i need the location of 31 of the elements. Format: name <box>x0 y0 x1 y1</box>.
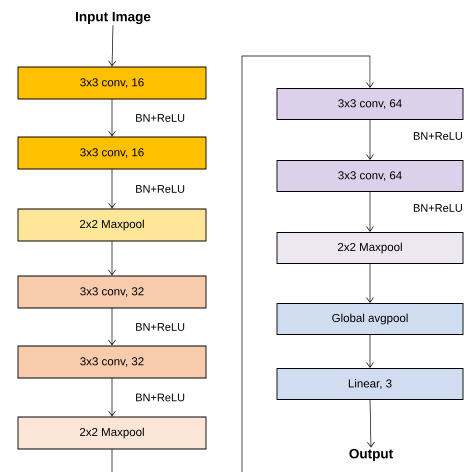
io-label: Input Image <box>76 12 150 24</box>
layer-box: 3x3 conv, 32 <box>18 346 206 378</box>
arrow <box>108 24 116 67</box>
layer-box: Global avgpool <box>276 303 464 335</box>
edge-label: BN+ReLU <box>414 204 462 212</box>
edge-label: BN+ReLU <box>136 114 184 122</box>
layer-box: 2x2 Maxpool <box>18 208 206 242</box>
arrow <box>112 56 374 472</box>
arrow <box>108 241 116 276</box>
arrow <box>108 378 116 417</box>
arrow <box>366 264 374 304</box>
arrow <box>108 169 116 209</box>
io-label: Output <box>349 448 393 462</box>
arrow <box>367 400 375 448</box>
edge-label: BN+ReLU <box>136 323 184 331</box>
layer-box: 3x3 conv, 64 <box>276 88 464 120</box>
arrow <box>366 334 374 368</box>
edge-label: BN+ReLU <box>414 132 462 140</box>
layer-box: 3x3 conv, 16 <box>18 136 206 170</box>
layer-box: 3x3 conv, 64 <box>276 160 464 192</box>
edge-label: BN+ReLU <box>136 394 184 402</box>
arrow <box>108 308 116 346</box>
layer-box: 2x2 Maxpool <box>276 232 464 264</box>
layer-box: 3x3 conv, 32 <box>18 276 206 308</box>
layer-box: Linear, 3 <box>276 368 464 400</box>
edge-label: BN+ReLU <box>136 185 184 193</box>
layer-box: 2x2 Maxpool <box>18 416 206 450</box>
layer-box: 3x3 conv, 16 <box>18 66 206 100</box>
arrow <box>366 192 374 232</box>
arrow <box>366 120 374 160</box>
arrow <box>108 99 116 137</box>
